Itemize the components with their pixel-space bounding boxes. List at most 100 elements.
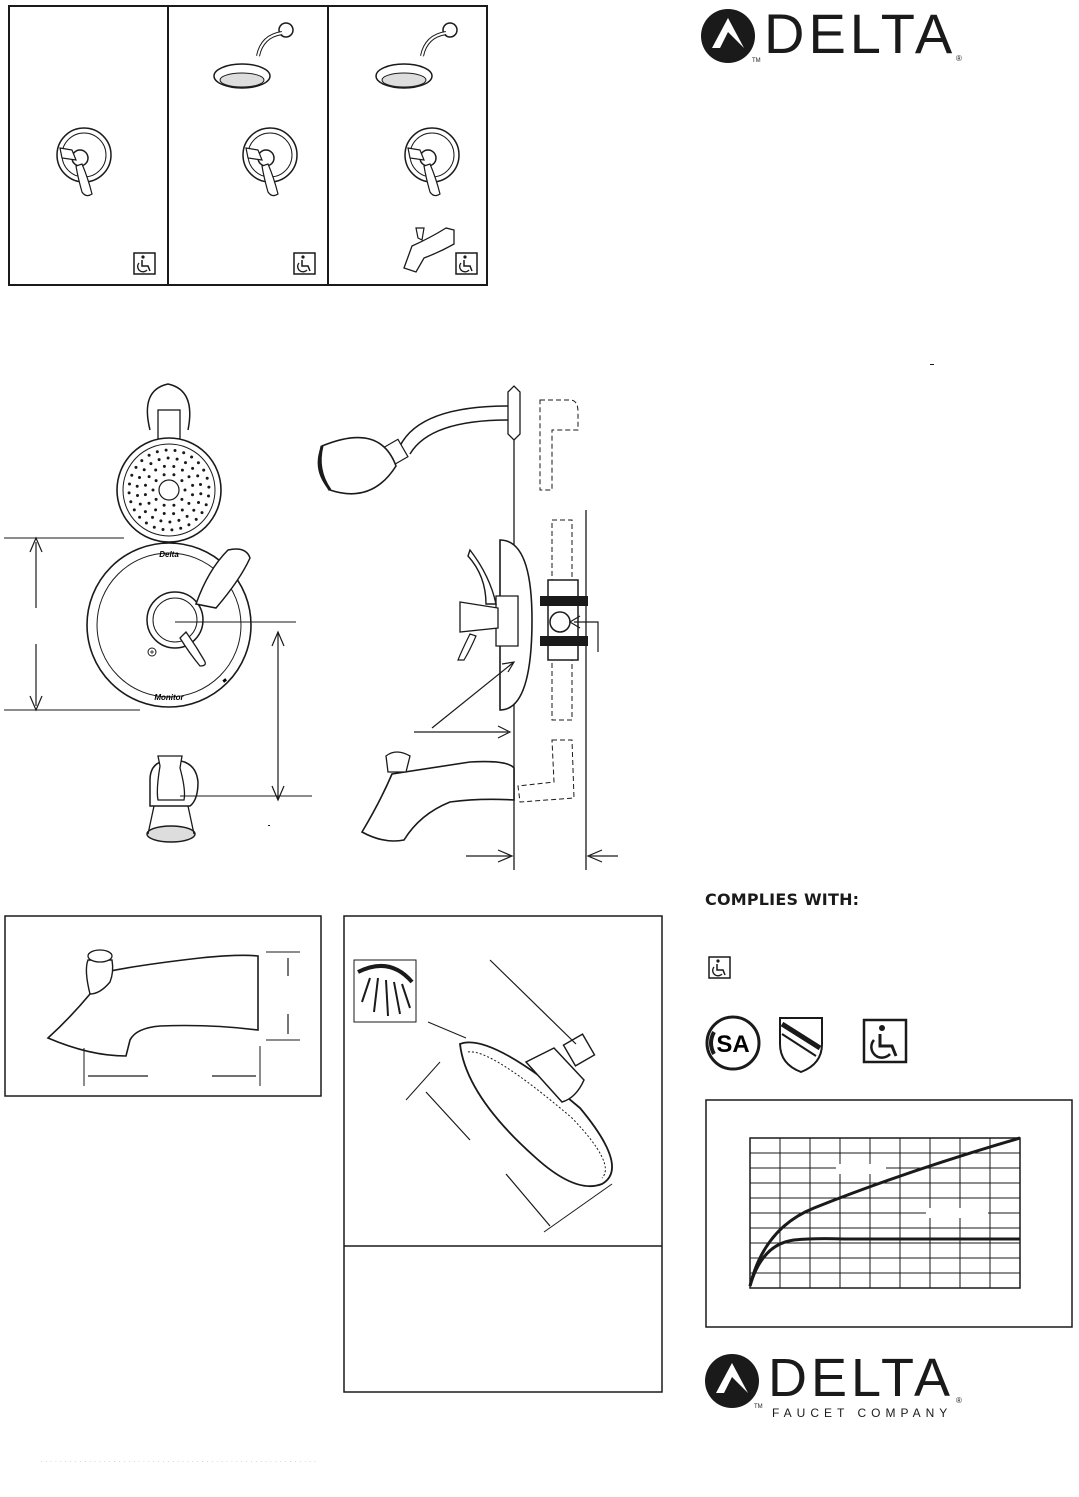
- nozzle-dot: [187, 501, 191, 505]
- tub-spout-dimension-box: [4, 915, 322, 1097]
- nozzle-dot: [182, 451, 186, 455]
- variant-valve-only-illustration: [56, 127, 112, 197]
- nozzle-dot: [143, 510, 147, 514]
- variant-shower-illustration: [213, 22, 298, 197]
- nozzle-dot: [140, 459, 144, 463]
- graph-grid: [750, 1138, 1020, 1288]
- nozzle-dot: [138, 515, 142, 519]
- nozzle-dot: [138, 476, 141, 479]
- nozzle-dot: [154, 508, 158, 512]
- nozzle-dot: [147, 501, 151, 505]
- delta-logo-header: DELTA TM ®: [700, 2, 970, 66]
- nozzle-dot: [128, 482, 131, 486]
- accessibility-icon: [708, 956, 731, 979]
- nozzle-dot: [191, 493, 194, 497]
- nozzle-dot: [166, 456, 170, 460]
- nozzle-dot: [180, 468, 184, 472]
- nozzle-dot: [136, 494, 139, 497]
- nozzle-dot: [197, 501, 200, 504]
- certification-logos: SA: [705, 1015, 908, 1074]
- complies-with-heading: COMPLIES WITH:: [705, 890, 860, 909]
- nozzle-dot: [207, 494, 210, 498]
- nozzle-dot: [149, 462, 153, 466]
- nozzle-dot: [202, 468, 206, 472]
- delta-faucet-company-logo: DELTA TM ® FAUCET COMPANY: [704, 1348, 974, 1422]
- installation-dimension-drawing: Delta Monitor ◆: [4, 383, 618, 870]
- nozzle-dot: [162, 503, 166, 507]
- valve-faceplate-front-view: Delta Monitor ◆: [86, 542, 252, 708]
- delta-triangle-logo: [705, 1354, 759, 1408]
- nozzle-dot: [175, 457, 179, 461]
- dimension-lines-left: [4, 536, 312, 826]
- showerhead-spec-box: [343, 915, 663, 1393]
- nozzle-dot: [142, 468, 146, 472]
- delta-triangle-logo: [701, 9, 755, 63]
- tub-spout-front-view: [146, 755, 199, 843]
- nozzle-dot: [161, 528, 165, 531]
- nozzle-dot: [205, 476, 209, 480]
- nozzle-dot: [172, 512, 176, 516]
- dash-mark: [930, 364, 934, 365]
- nozzle-dot: [162, 512, 166, 515]
- nozzle-dot: [151, 515, 154, 519]
- flow-curve-lower: [748, 1237, 1020, 1287]
- nozzle-dot: [196, 474, 200, 478]
- nozzle-dot: [200, 511, 204, 515]
- company-line: FAUCET COMPANY: [772, 1406, 953, 1420]
- nozzle-dot: [207, 485, 211, 489]
- nozzle-dot: [129, 500, 133, 504]
- brand-wordmark: DELTA: [764, 2, 957, 65]
- nozzle-dot: [135, 484, 139, 488]
- nozzle-dot: [183, 488, 187, 492]
- nozzle-dot: [187, 523, 191, 527]
- nozzle-dot: [172, 473, 176, 477]
- flow-rate-graph: [705, 1099, 1073, 1328]
- flow-curve-upper: [748, 1136, 1021, 1287]
- nozzle-dot: [164, 448, 168, 452]
- nozzle-dot: [147, 475, 151, 479]
- svg-text:SA: SA: [716, 1031, 749, 1058]
- nozzle-dot: [168, 520, 172, 524]
- footer-fine-print: · · · · · · · · · · · · · · · · · · · · …: [40, 1457, 317, 1466]
- nozzle-dot: [157, 458, 161, 462]
- nozzle-dot: [191, 483, 195, 487]
- nozzle-dot: [180, 497, 184, 501]
- side-view-assembly: [317, 385, 618, 870]
- nozzle-dot: [187, 475, 191, 479]
- nozzle-dot: [192, 508, 196, 512]
- nozzle-dot: [159, 519, 163, 523]
- variant-tub-shower-illustration: [375, 22, 460, 273]
- nozzle-dot: [143, 493, 147, 497]
- registered-mark: ®: [956, 1396, 962, 1405]
- nozzle-dot: [138, 502, 142, 506]
- nozzle-dot: [180, 479, 184, 483]
- faceplate-top-brand: Delta: [159, 550, 179, 559]
- nozzle-dot: [177, 518, 181, 522]
- nozzle-dot: [132, 508, 136, 512]
- nozzle-dot: [147, 453, 151, 457]
- csa-certification-logo: SA: [705, 1015, 761, 1071]
- accessibility-icon: [862, 1018, 908, 1064]
- nozzle-dot: [204, 503, 208, 507]
- nozzle-dot: [172, 465, 176, 468]
- nozzle-dot: [154, 479, 158, 483]
- nozzle-dot: [152, 525, 156, 529]
- registered-mark: ®: [956, 54, 962, 63]
- nozzle-dot: [191, 466, 195, 470]
- nozzle-dot: [127, 491, 131, 495]
- accessibility-icon: [455, 252, 478, 275]
- accessibility-icon: [293, 252, 316, 275]
- nozzle-dot: [144, 521, 148, 525]
- showerhead-side-view: [459, 1033, 613, 1188]
- nozzle-dot: [180, 508, 184, 512]
- nozzle-dot: [130, 473, 134, 477]
- nozzle-dot: [154, 497, 158, 501]
- nozzle-dot: [173, 449, 177, 452]
- accessibility-icon: [133, 252, 156, 275]
- nozzle-dot: [162, 473, 166, 477]
- showerhead-front-view: [116, 383, 222, 543]
- nozzle-dot: [151, 488, 155, 492]
- nozzle-dot: [179, 526, 183, 530]
- brand-wordmark: DELTA: [768, 1348, 955, 1408]
- nozzle-dot: [144, 483, 147, 487]
